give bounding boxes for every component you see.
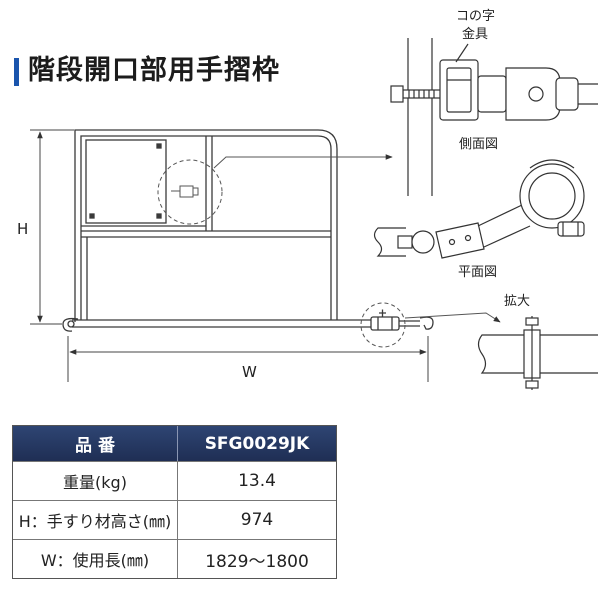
turnbuckle <box>370 316 400 331</box>
page-title: 階段開口部用手摺枠 <box>28 55 280 86</box>
length-value: 1829～1800 <box>205 551 309 572</box>
leader-arrow-side-view <box>213 154 393 169</box>
side-view-clamp <box>505 67 561 121</box>
dimension-w-label: W <box>242 363 257 381</box>
table-row-weight: 重量(kg) 13.4 <box>13 461 336 500</box>
plan-view-drawing <box>373 159 585 259</box>
length-label: W：使用長(㎜) <box>13 540 178 578</box>
bracket-detail-circle <box>157 159 223 225</box>
enlarged-view-pipe <box>477 334 598 374</box>
dimension-w <box>67 336 429 382</box>
detail-callouts <box>157 154 501 348</box>
frame-outer-rail <box>74 129 338 322</box>
leader-arrow-enlarged <box>404 312 501 323</box>
table-row-height: H：手すり材高さ(㎜) 974 <box>13 500 336 539</box>
handrail-frame <box>62 129 434 332</box>
frame-inner-rail <box>80 135 332 320</box>
header-product-code: SFG0029JK <box>204 433 310 454</box>
dimension-h <box>30 129 74 325</box>
table-row-length: W：使用長(㎜) 1829～1800 <box>13 539 336 578</box>
right-hook <box>419 316 434 330</box>
bracket-label-line2: 金具 <box>462 26 488 42</box>
header-product-number-label: 品 番 <box>13 426 178 461</box>
bracket-leader-line <box>455 43 469 63</box>
plan-view-nut <box>411 230 435 254</box>
height-label: H：手すり材高さ(㎜) <box>13 501 178 539</box>
table-header-row: 品 番 SFG0029JK <box>13 426 336 461</box>
side-view-nut <box>390 85 404 103</box>
enlarged-view-drawing <box>477 316 598 390</box>
plan-view-label: 平面図 <box>458 265 497 280</box>
title-accent-bar <box>14 58 19 86</box>
spec-table: 品 番 SFG0029JK 重量(kg) 13.4 H：手すり材高さ(㎜) 97… <box>12 425 337 579</box>
plan-view-plate <box>435 222 485 259</box>
weight-label: 重量(kg) <box>13 462 178 500</box>
upper-panel <box>85 139 167 224</box>
plus-marker <box>379 309 386 317</box>
technical-drawing: H W コの字 金具 側面図 <box>17 9 598 390</box>
enlarged-label: 拡大 <box>504 294 530 309</box>
side-view-drawing <box>390 38 598 196</box>
plan-view-pipe <box>373 227 406 257</box>
height-value: 974 <box>240 510 274 530</box>
weight-value: 13.4 <box>238 471 276 491</box>
left-hook <box>62 317 79 332</box>
dimension-h-label: H <box>17 220 28 238</box>
bracket-label-line1: コの字 <box>456 9 495 24</box>
u-bracket <box>439 59 479 121</box>
side-view-label: 側面図 <box>459 137 498 152</box>
turnbuckle-detail-circle <box>360 302 406 348</box>
